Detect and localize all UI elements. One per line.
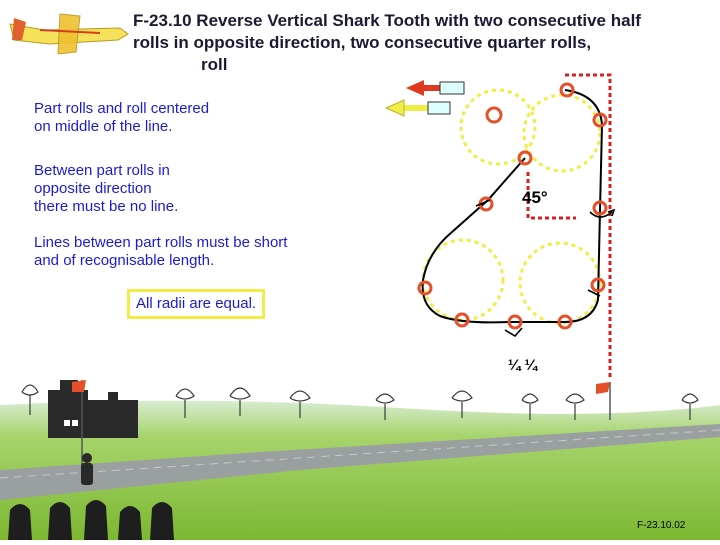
roll-marker [485, 106, 503, 124]
note-short-lines: Lines between part rolls must be short a… [34, 234, 364, 270]
note-equal-radii: All radii are equal. [127, 289, 266, 319]
roll-arrow-icon [504, 327, 523, 338]
note-line: and of recognisable length. [34, 252, 215, 269]
entry-arrow-icon [384, 99, 430, 117]
roll-arrow-icon [589, 211, 613, 218]
castle-icon [48, 380, 138, 438]
roll-marker [592, 112, 608, 128]
radius-circles [421, 88, 602, 325]
roll-marker [417, 280, 433, 296]
note-no-line-between: Between part rolls in opposite direction… [34, 162, 254, 216]
roll-marker [559, 82, 575, 98]
runway [0, 424, 720, 500]
tree-icon [289, 390, 311, 418]
flag-icon-right [596, 382, 611, 420]
airplane-logo-icon [9, 13, 129, 55]
roll-circle-bottom-left [421, 238, 505, 322]
tree-icon [229, 387, 251, 416]
mini-airplane-icon [427, 81, 465, 115]
page-title: F-23.10 Reverse Vertical Shark Tooth wit… [133, 10, 713, 76]
note-line: Lines between part rolls must be short [34, 234, 288, 251]
page-title-line2: rolls in opposite direction, two consecu… [133, 33, 592, 52]
landscape [0, 380, 720, 540]
tree-icon [681, 393, 699, 420]
roll-circle-top-left [459, 88, 537, 166]
page-title-line1: F-23.10 Reverse Vertical Shark Tooth wit… [133, 11, 641, 30]
roll-marker [517, 150, 533, 166]
note-line: Between part rolls in [34, 162, 170, 179]
figure-code-label: F-23.10.02 [637, 520, 686, 531]
pilot-icon [81, 453, 93, 485]
vertical-reference-line [565, 73, 612, 378]
flight-path [421, 89, 604, 324]
page-title-line3: roll [201, 55, 228, 74]
roll-circle-bottom-right [518, 241, 602, 325]
note-line: opposite direction [34, 180, 152, 197]
roll-marker [590, 277, 606, 293]
tree-icons [21, 384, 699, 420]
tree-icon [565, 393, 585, 420]
tree-icon [451, 390, 473, 418]
note-line: Part rolls and roll centered [34, 100, 210, 117]
roll-markers [417, 82, 608, 330]
roll-arrow-icon [587, 289, 601, 297]
runway-centerline [0, 429, 720, 479]
angle-45-indicator [526, 172, 576, 220]
quarter-rolls-label: ¼ ¼ [508, 357, 539, 374]
tree-icon [21, 384, 39, 415]
tree-icon [521, 393, 539, 420]
roll-marker [454, 312, 470, 328]
roll-direction-arrows [475, 199, 616, 338]
roll-marker [557, 314, 573, 330]
roll-arrow-icon [475, 199, 491, 207]
roll-marker [592, 200, 608, 216]
tree-icon [375, 393, 395, 420]
note-line: there must be no line. [34, 198, 179, 215]
judges-icon [8, 500, 174, 540]
note-line: on middle of the line. [34, 118, 173, 135]
flag-icon-left [72, 380, 86, 470]
note-rolls-centered: Part rolls and roll centered on middle o… [34, 100, 294, 136]
roll-circle-top-right [522, 93, 602, 173]
tree-icon [175, 388, 195, 418]
angle-45-label: 45° [522, 188, 548, 207]
roll-marker [507, 314, 523, 330]
